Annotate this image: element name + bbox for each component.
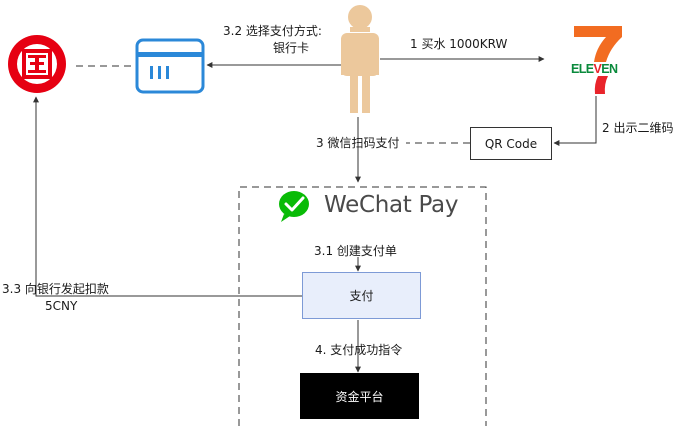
label-step1: 1 买水 1000KRW: [410, 37, 508, 51]
label-step3-1: 3.1 创建支付单: [314, 244, 397, 258]
wechat-pay-brand: WeChat Pay: [324, 192, 459, 218]
label-step3-2-line2: 银行卡: [273, 41, 310, 55]
wechat-pay-container: [238, 186, 487, 426]
label-step2: 2 出示二维码: [602, 121, 674, 135]
label-step3-2-line1: 3.2 选择支付方式:: [223, 24, 322, 38]
arrow-step2: [553, 96, 597, 146]
fund-platform-node: 资金平台: [300, 373, 419, 419]
label-step4: 4. 支付成功指令: [315, 343, 403, 357]
label-step3-3-line2: 5CNY: [45, 299, 78, 313]
person-icon: [341, 5, 379, 113]
wechat-pay-logo-icon: [279, 191, 309, 222]
label-step3-3-line1: 3.3 向银行发起扣款: [2, 282, 109, 296]
icbc-bank-logo-icon: [8, 35, 66, 93]
seven-eleven-logo-icon: [574, 26, 622, 94]
qr-code-node: QR Code: [470, 127, 552, 160]
payment-node: 支付: [302, 272, 421, 319]
arrow-step3-3: [33, 96, 302, 297]
bank-card-icon: [135, 38, 205, 94]
seven-eleven-logo-text: ELEVEN: [571, 62, 618, 76]
label-step3: 3 微信扫码支付: [316, 136, 400, 150]
